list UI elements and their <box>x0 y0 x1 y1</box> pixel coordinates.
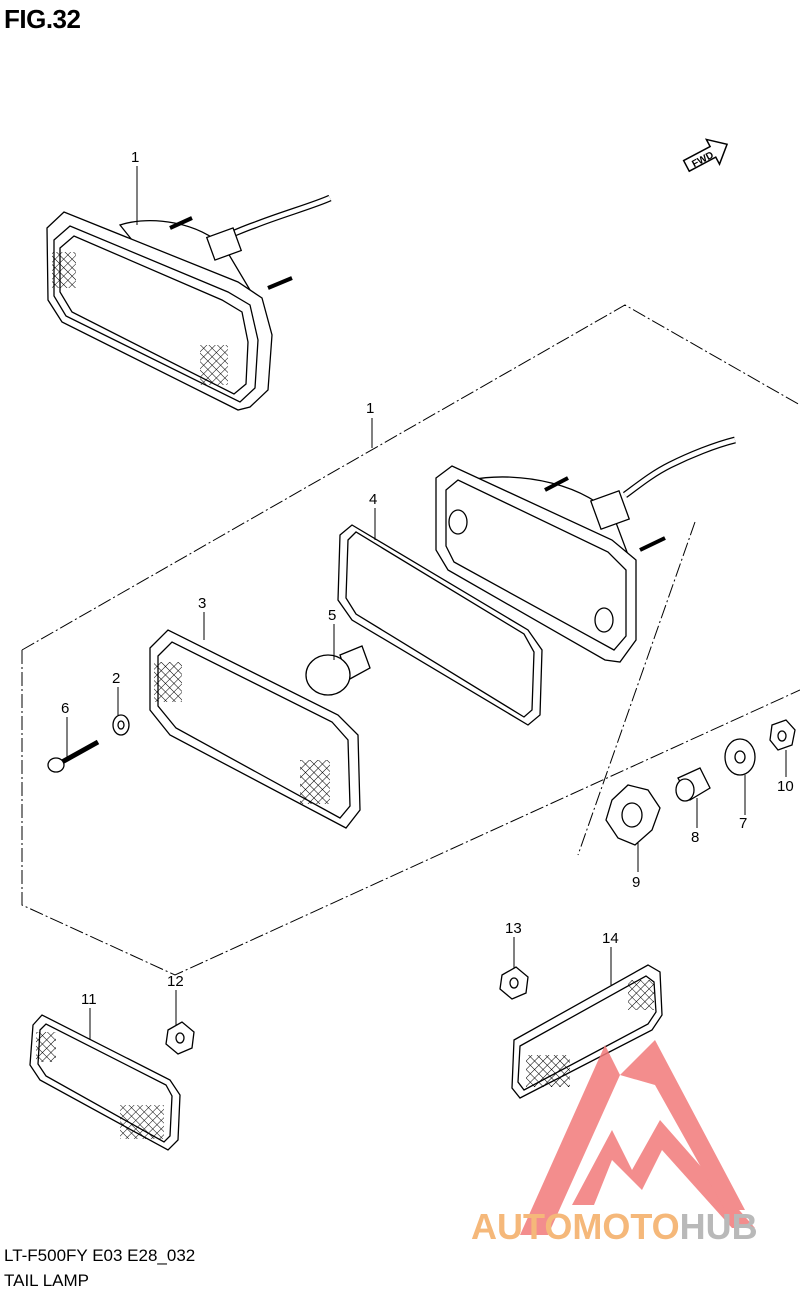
watermark-text-part2: HUB <box>679 1206 758 1247</box>
flat-washer <box>724 738 756 776</box>
forward-arrow-icon: FWD <box>682 138 729 173</box>
callout-13: 13 <box>505 920 522 937</box>
collar <box>675 767 711 802</box>
watermark-logo-icon <box>520 1040 755 1235</box>
bulb <box>305 645 371 696</box>
callout-6: 6 <box>61 700 69 717</box>
reflector-left <box>29 1014 181 1151</box>
watermark-text: AUTOMOTOHUB <box>471 1206 758 1248</box>
callout-4: 4 <box>369 491 377 508</box>
callout-3: 3 <box>198 595 206 612</box>
watermark-text-part1: AUTOMOTO <box>471 1206 680 1247</box>
figure-title: FIG.32 <box>4 4 81 34</box>
callout-1-top: 1 <box>131 149 139 166</box>
nut <box>499 966 529 1000</box>
reflector-right <box>511 964 663 1099</box>
leader-lines <box>66 166 787 1040</box>
callout-5: 5 <box>328 607 336 624</box>
callout-2: 2 <box>112 670 120 687</box>
callout-10: 10 <box>777 778 794 795</box>
nut <box>769 719 796 751</box>
tail-lamp-housing <box>435 436 736 663</box>
callout-11: 11 <box>81 991 97 1008</box>
callout-14: 14 <box>602 930 619 947</box>
washer <box>112 714 130 736</box>
callout-1-housing: 1 <box>366 400 374 417</box>
callout-8: 8 <box>691 829 699 846</box>
grommet <box>605 784 661 846</box>
assembly-boundary <box>21 304 800 976</box>
callout-9: 9 <box>632 874 640 891</box>
section-name: TAIL LAMP <box>4 1271 90 1290</box>
nut <box>165 1021 195 1055</box>
tail-lamp-assembly-complete <box>46 194 332 411</box>
fwd-label: FWD <box>690 150 715 170</box>
callout-7: 7 <box>739 815 747 832</box>
model-code: LT-F500FY E03 E28_032 <box>4 1246 196 1265</box>
tail-lamp-lens <box>149 629 361 829</box>
callout-12: 12 <box>167 973 184 990</box>
screw <box>47 739 100 773</box>
lens-gasket <box>337 524 543 726</box>
